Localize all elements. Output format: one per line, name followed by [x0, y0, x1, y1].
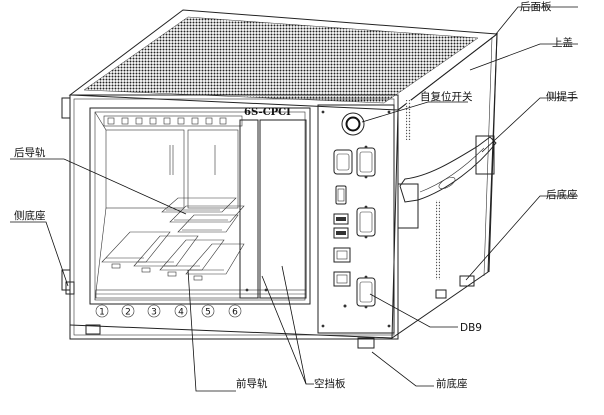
usb-port-2[interactable]: [333, 227, 349, 239]
vga-port[interactable]: [333, 149, 353, 175]
rear-top-connectors: [107, 117, 227, 125]
status-led: [343, 304, 347, 308]
slot-number-5: 5: [201, 304, 215, 318]
chassis-body: [61, 9, 499, 340]
back-panel-edge: [488, 33, 498, 273]
io-panel: [317, 104, 395, 334]
label-side-handle: 侧提手: [546, 90, 578, 103]
svg-text:3: 3: [151, 308, 157, 318]
labels: 后面板 上盖 自复位开关 侧提手 后导轨 侧底座 后底座 DB9 前导轨 空挡板…: [14, 0, 578, 390]
handle-grip-slot: [438, 177, 456, 189]
lan-port-1[interactable]: [333, 247, 351, 263]
io-panel-plate: [317, 104, 395, 334]
svg-text:4: 4: [178, 308, 184, 318]
label-rear-rail: 后导轨: [14, 146, 46, 159]
cage-left-wall: [94, 111, 107, 131]
slot-number-6: 6: [228, 304, 242, 318]
label-blank-panel: 空挡板: [314, 377, 346, 390]
svg-text:6: 6: [232, 308, 238, 318]
rear-rails: [161, 197, 245, 233]
reset-switch-button[interactable]: [345, 116, 361, 132]
backplane-right: [187, 129, 239, 209]
left-lip: [61, 97, 71, 119]
slot-number-2: 2: [121, 304, 135, 318]
slot-numbers: 1 2 3 4 5 6: [95, 304, 242, 318]
handle-bracket-rear: [475, 135, 495, 175]
slot-number-3: 3: [147, 304, 161, 318]
side-base-foot: [65, 281, 75, 295]
svg-text:2: 2: [125, 308, 131, 318]
blank-panel-screw: [264, 288, 268, 292]
label-db9: DB9: [460, 322, 482, 334]
db9-port-middle[interactable]: [356, 205, 376, 239]
hdmi-port[interactable]: [335, 185, 347, 205]
side-vent-bottom: [436, 200, 440, 280]
model-label: 6S-CPCI: [244, 107, 291, 118]
back-panel-edge-inner: [483, 36, 493, 277]
db9-port-bottom[interactable]: [356, 275, 376, 309]
label-rear-base: 后底座: [546, 188, 578, 201]
label-back-panel: 后面板: [520, 0, 552, 13]
db9-port-top[interactable]: [356, 145, 376, 179]
rear-base-foot-2: [435, 289, 447, 299]
front-base-left: [85, 324, 101, 335]
rear-top-rail: [103, 115, 243, 127]
usb-port-1[interactable]: [333, 213, 349, 225]
top-vent-mesh: [83, 16, 479, 104]
card-cage-inner: [94, 111, 306, 301]
lan-port-2[interactable]: [333, 271, 351, 287]
blank-panel-2[interactable]: [259, 119, 307, 299]
reset-switch-outer[interactable]: [341, 112, 365, 136]
label-side-base: 侧底座: [14, 209, 46, 222]
slot-number-1: 1: [95, 304, 109, 318]
label-front-rail: 前导轨: [236, 377, 268, 390]
front-rails: [101, 231, 245, 281]
handle-bracket-front: [397, 183, 419, 229]
bases: [65, 275, 475, 349]
front-base-right: [357, 337, 375, 349]
card-cage-opening: [89, 107, 311, 305]
label-top-cover: 上盖: [552, 36, 573, 49]
label-front-base: 前底座: [436, 377, 468, 390]
rear-base-foot: [459, 275, 475, 287]
backplane-left: [105, 129, 185, 209]
side-vent-top: [406, 100, 411, 140]
card-cage: 6S-CPCI: [89, 107, 311, 305]
bottom-edge: [69, 324, 393, 339]
slot-number-4: 4: [174, 304, 188, 318]
blank-panel-1[interactable]: [239, 119, 259, 299]
side-handle[interactable]: [397, 135, 497, 229]
label-reset-switch: 自复位开关: [420, 90, 473, 103]
svg-text:5: 5: [205, 308, 211, 318]
leader-lines: [10, 6, 578, 392]
svg-text:1: 1: [99, 308, 105, 318]
